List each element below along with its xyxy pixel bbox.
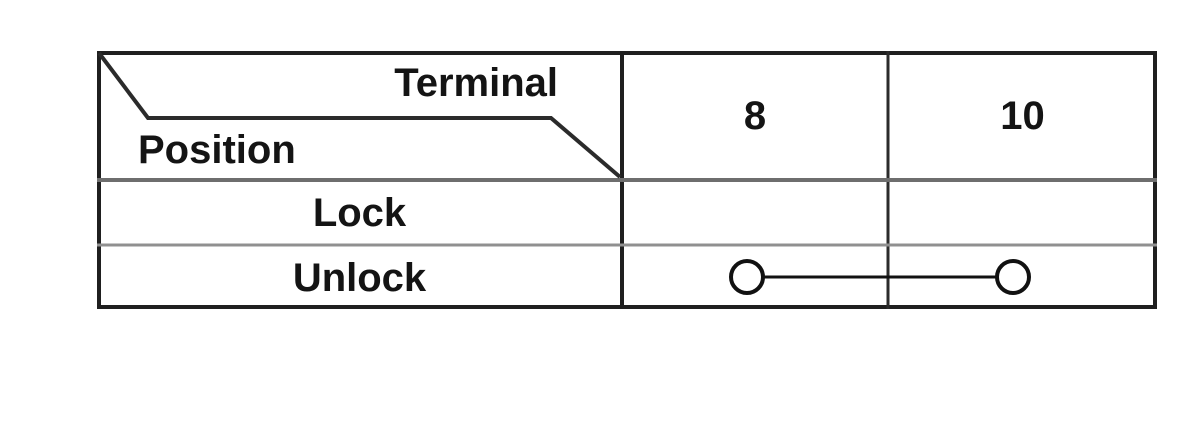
- column-header-terminal-10: 10: [1000, 93, 1045, 138]
- row-label-unlock: Unlock: [292, 255, 427, 300]
- contact-circle-terminal-8: [729, 259, 765, 295]
- corner-diagonal-divider: [97, 51, 622, 179]
- column-header-terminal-8: 8: [743, 93, 767, 138]
- row-label-lock: Lock: [312, 191, 407, 235]
- position-axis-label: Position: [138, 128, 296, 172]
- contact-circle-terminal-10: [995, 259, 1031, 295]
- terminal-axis-label: Terminal: [394, 61, 558, 105]
